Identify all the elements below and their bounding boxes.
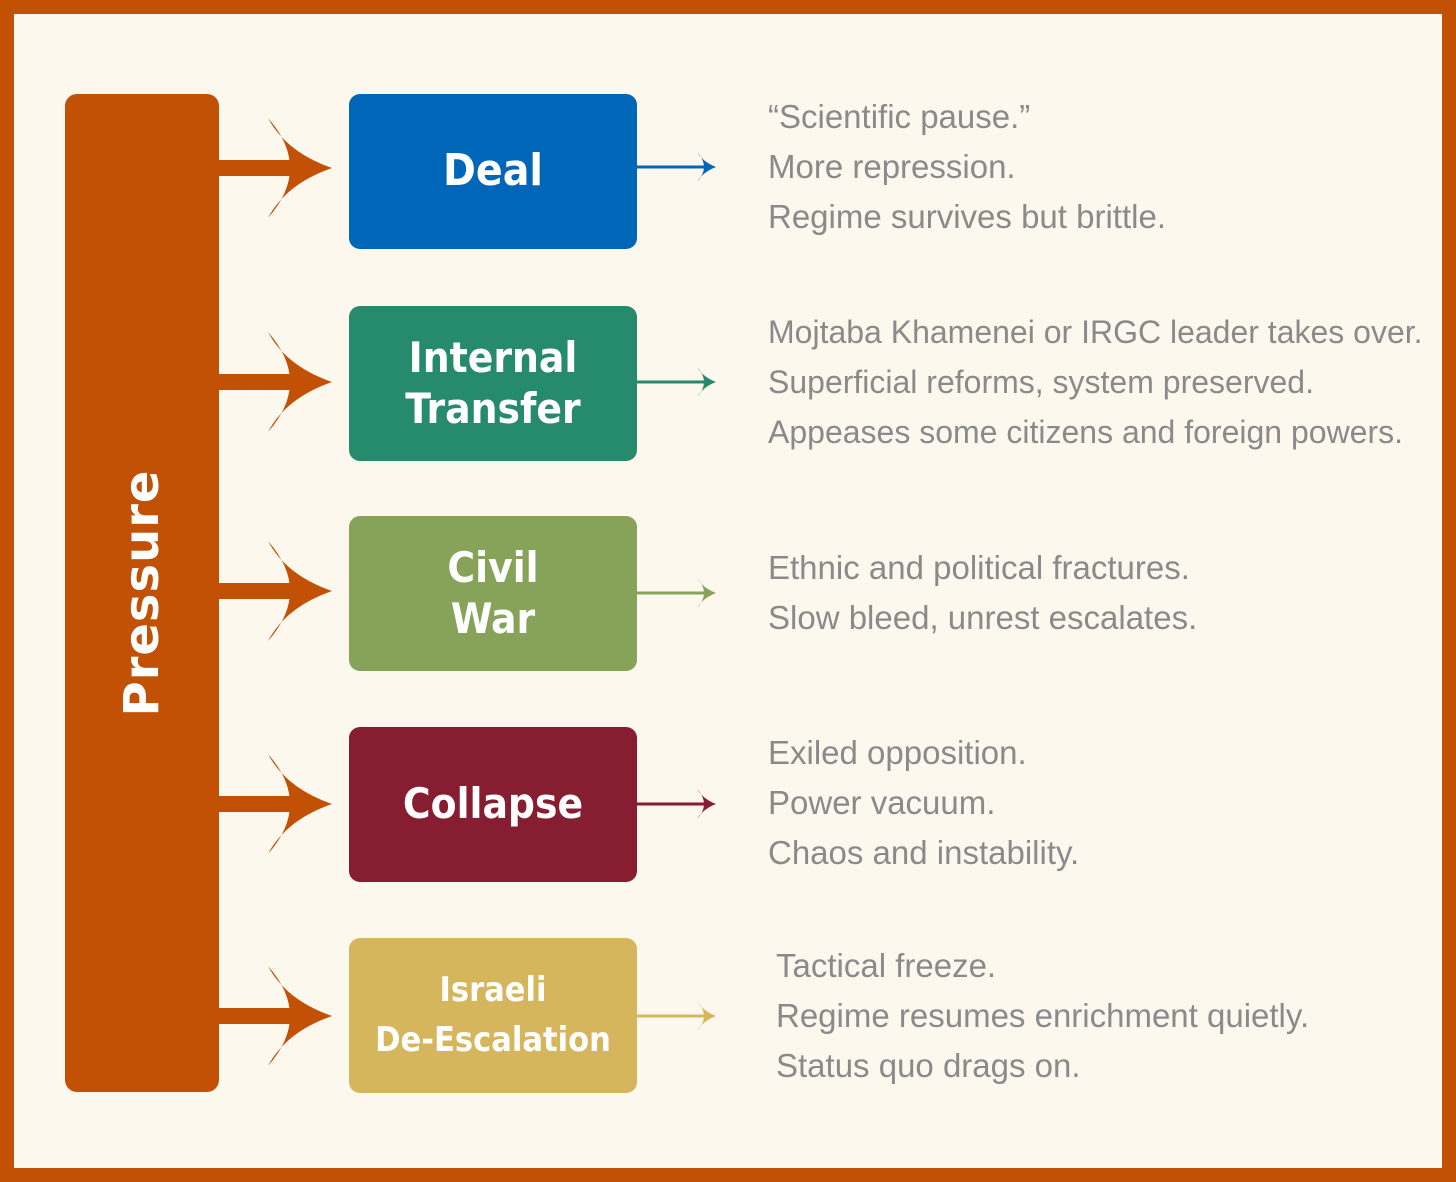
outcome-description-collapse: Exiled opposition. Power vacuum. Chaos a… — [768, 728, 1079, 878]
description-line: Superficial reforms, system preserved. — [768, 364, 1314, 400]
description-line: Ethnic and political fractures. — [768, 549, 1190, 586]
description-line: Regime resumes enrichment quietly. — [776, 997, 1310, 1034]
description-line: Mojtaba Khamenei or IRGC leader takes ov… — [768, 314, 1423, 350]
description-line: “Scientific pause.” — [768, 98, 1031, 135]
outcome-description-civil-war: Ethnic and political fractures. Slow ble… — [768, 543, 1197, 643]
outcome-box-israeli-de-escalation: Israeli De-Escalation — [349, 938, 637, 1093]
pressure-label: Pressure — [114, 469, 170, 717]
description-line: Chaos and instability. — [768, 834, 1080, 871]
outcome-description-israeli-de-escalation: Tactical freeze. Regime resumes enrichme… — [776, 941, 1309, 1091]
outcome-box-internal-transfer: Internal Transfer — [349, 306, 637, 461]
outcome-title-civil-war: Civil War — [447, 543, 539, 643]
description-line: Regime survives but brittle. — [768, 198, 1166, 235]
description-line: Appeases some citizens and foreign power… — [768, 414, 1404, 450]
outcome-box-civil-war: Civil War — [349, 516, 637, 671]
outcome-title-israeli-de-escalation: Israeli De-Escalation — [375, 970, 611, 1060]
pressure-bar: Pressure — [65, 94, 219, 1092]
description-line: Slow bleed, unrest escalates. — [768, 599, 1198, 636]
description-line: Status quo drags on. — [776, 1047, 1081, 1084]
outcome-box-deal: Deal — [349, 94, 637, 249]
outcome-description-internal-transfer: Mojtaba Khamenei or IRGC leader takes ov… — [768, 307, 1423, 457]
description-line: More repression. — [768, 148, 1016, 185]
description-line: Exiled opposition. — [768, 734, 1027, 771]
outcome-description-deal: “Scientific pause.” More repression. Reg… — [768, 92, 1166, 242]
outcome-title-deal: Deal — [443, 145, 543, 197]
description-line: Power vacuum. — [768, 784, 996, 821]
description-line: Tactical freeze. — [776, 947, 997, 984]
outcome-title-internal-transfer: Internal Transfer — [405, 333, 581, 433]
outcome-title-collapse: Collapse — [402, 779, 584, 829]
outcome-box-collapse: Collapse — [349, 727, 637, 882]
